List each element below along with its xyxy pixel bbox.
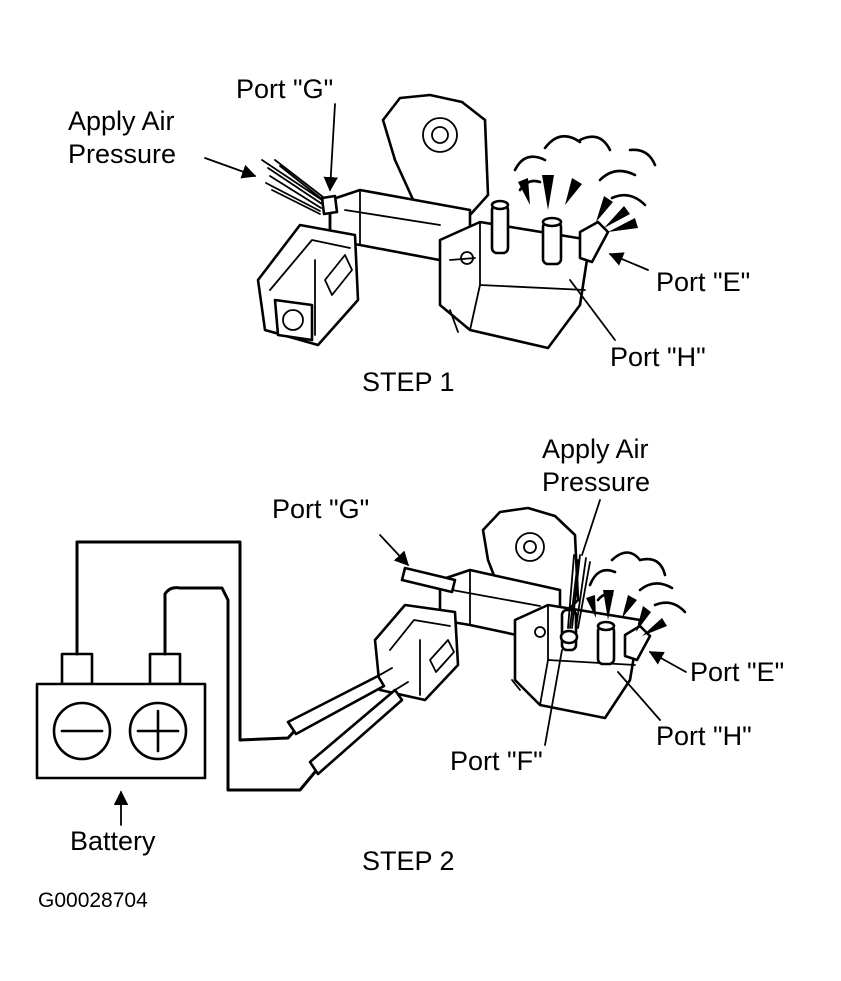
step1-port-e-label: Port "E" <box>656 267 750 297</box>
step2-group: Apply Air Pressure Port "G" Port "E" Por… <box>35 434 784 876</box>
air-burst-icon <box>586 551 687 636</box>
step2-port-h-label: Port "H" <box>656 721 752 751</box>
step2-port-e-label: Port "E" <box>690 657 784 687</box>
step2-port-g-label: Port "G" <box>272 494 369 524</box>
battery-icon <box>35 652 207 780</box>
step1-caption: STEP 1 <box>362 367 455 397</box>
step1-port-g-label: Port "G" <box>236 74 333 104</box>
battery-label: Battery <box>70 826 156 856</box>
step2-caption: STEP 2 <box>362 846 455 876</box>
vacuum-switching-valve-icon <box>373 506 652 720</box>
step2-apply-air-label-line1: Apply Air <box>542 434 649 464</box>
step1-group: Port "G" Apply Air Pressure Port "E" Por… <box>68 74 750 397</box>
step1-port-h-label: Port "H" <box>610 342 706 372</box>
minus-icon <box>52 701 112 761</box>
step2-port-f-label: Port "F" <box>450 746 543 776</box>
air-jet-icon <box>567 554 591 629</box>
step1-apply-air-label-line1: Apply Air <box>68 106 175 136</box>
plus-icon <box>128 701 188 761</box>
vacuum-switching-valve-icon <box>256 93 610 350</box>
air-jet-icon <box>261 159 324 215</box>
figure-code: G00028704 <box>38 889 148 912</box>
air-burst-icon <box>513 134 657 232</box>
step2-apply-air-label-line2: Pressure <box>542 467 650 497</box>
step1-apply-air-label-line2: Pressure <box>68 139 176 169</box>
